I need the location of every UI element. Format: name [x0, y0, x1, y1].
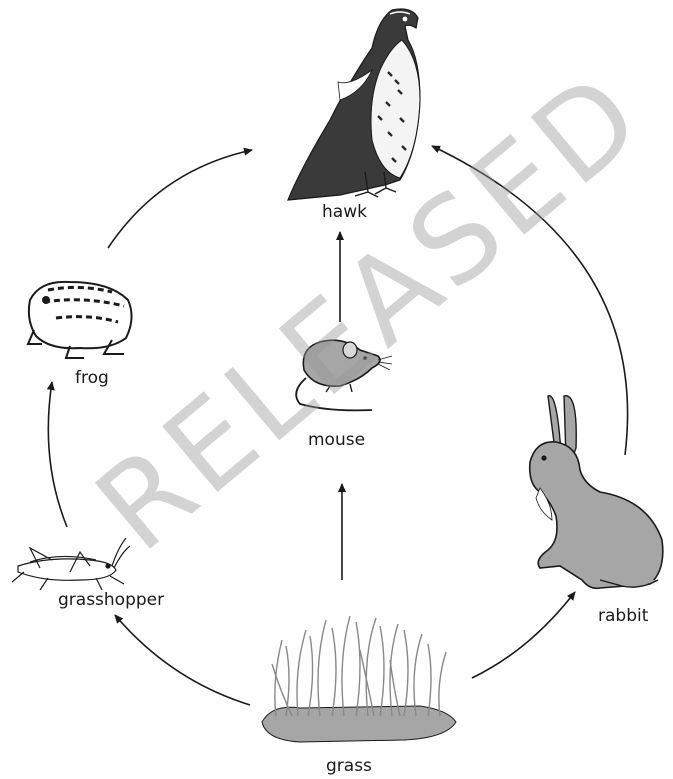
label-grass: grass [326, 756, 372, 776]
arrows [48, 146, 627, 705]
arrow-grass-to-rabbit [472, 592, 575, 678]
label-hawk: hawk [322, 202, 367, 222]
label-rabbit: rabbit [598, 606, 648, 626]
rabbit-illustration [530, 396, 663, 589]
arrow-rabbit-to-hawk [432, 146, 628, 455]
grasshopper-illustration [12, 538, 130, 590]
label-mouse: mouse [308, 430, 365, 450]
label-frog: frog [75, 368, 109, 388]
arrow-grasshopper-to-frog [48, 382, 67, 527]
label-grasshopper: grasshopper [58, 590, 164, 610]
grass-illustration [262, 616, 456, 742]
hawk-illustration [288, 9, 420, 200]
arrow-frog-to-hawk [108, 150, 252, 248]
frog-illustration [28, 282, 132, 358]
arrow-grass-to-grasshopper [115, 615, 250, 705]
mouse-illustration [296, 340, 392, 410]
